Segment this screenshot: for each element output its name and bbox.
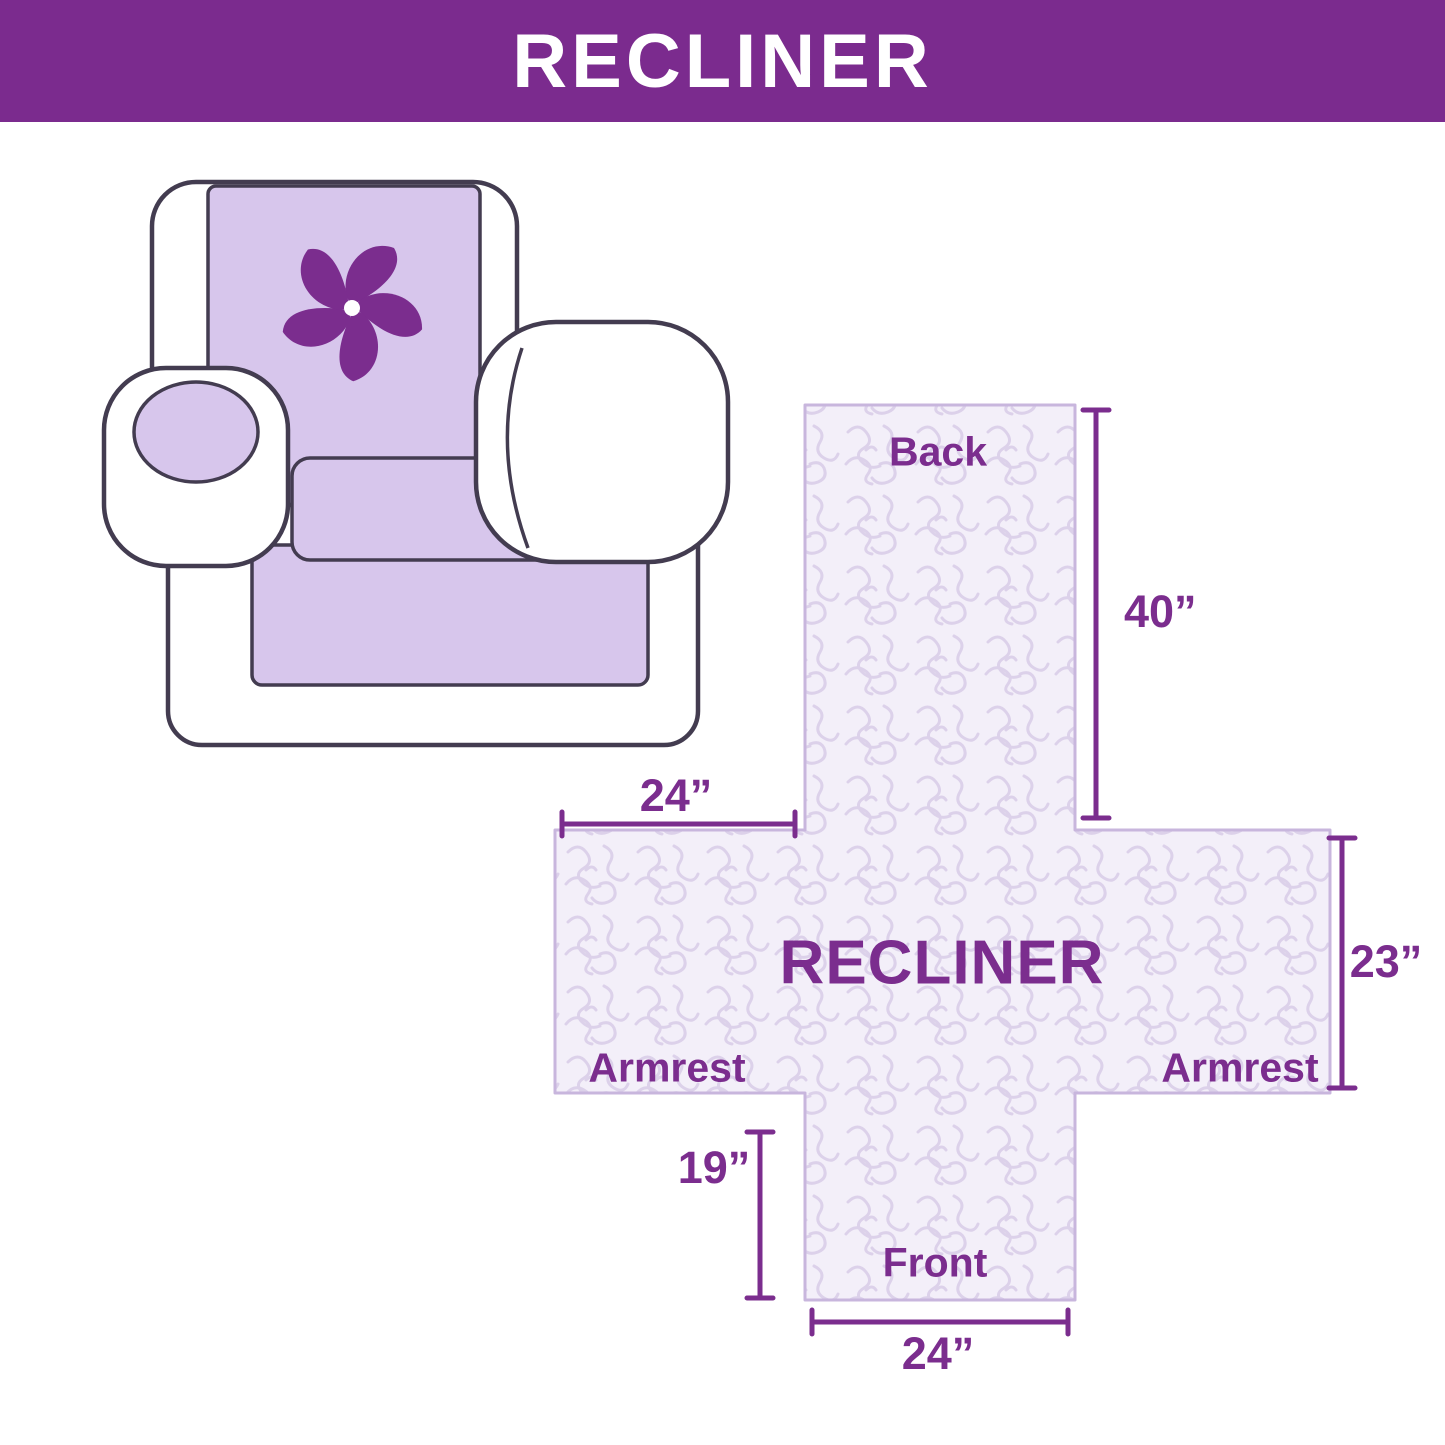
chair-right-arm bbox=[473, 319, 731, 565]
center-recliner-label: RECLINER bbox=[779, 928, 1105, 998]
dim-line-top-width bbox=[559, 809, 798, 839]
dimension-top-width: 24” bbox=[639, 770, 713, 821]
recliner-chair-illustration bbox=[101, 179, 731, 748]
header-banner: RECLINER bbox=[0, 0, 1445, 122]
cover-cross-shape bbox=[553, 403, 1332, 1302]
cover-layout-diagram bbox=[553, 403, 1332, 1302]
dimension-back-height: 40” bbox=[1124, 586, 1197, 637]
armrest-right-label: Armrest bbox=[1161, 1044, 1319, 1091]
front-panel-label: Front bbox=[882, 1239, 988, 1286]
armrest-left-label: Armrest bbox=[588, 1044, 746, 1091]
dim-line-side-height bbox=[1326, 835, 1358, 1091]
dimension-lines bbox=[559, 407, 1358, 1337]
chair-left-armrest-cover bbox=[132, 380, 260, 484]
dim-line-bottom-width bbox=[809, 1307, 1071, 1337]
dim-line-front-height bbox=[744, 1129, 776, 1301]
page-title: RECLINER bbox=[512, 18, 933, 104]
chair-right-arm-roll-line bbox=[505, 347, 530, 549]
dimension-bottom-width: 24” bbox=[901, 1328, 975, 1379]
back-panel-label: Back bbox=[888, 428, 988, 475]
dimension-side-height: 23” bbox=[1349, 936, 1423, 987]
dimension-front-height: 19” bbox=[677, 1142, 751, 1193]
dim-line-back-height bbox=[1080, 407, 1112, 821]
pinwheel-logo-icon bbox=[282, 245, 423, 382]
chair-front-cover bbox=[250, 543, 650, 687]
